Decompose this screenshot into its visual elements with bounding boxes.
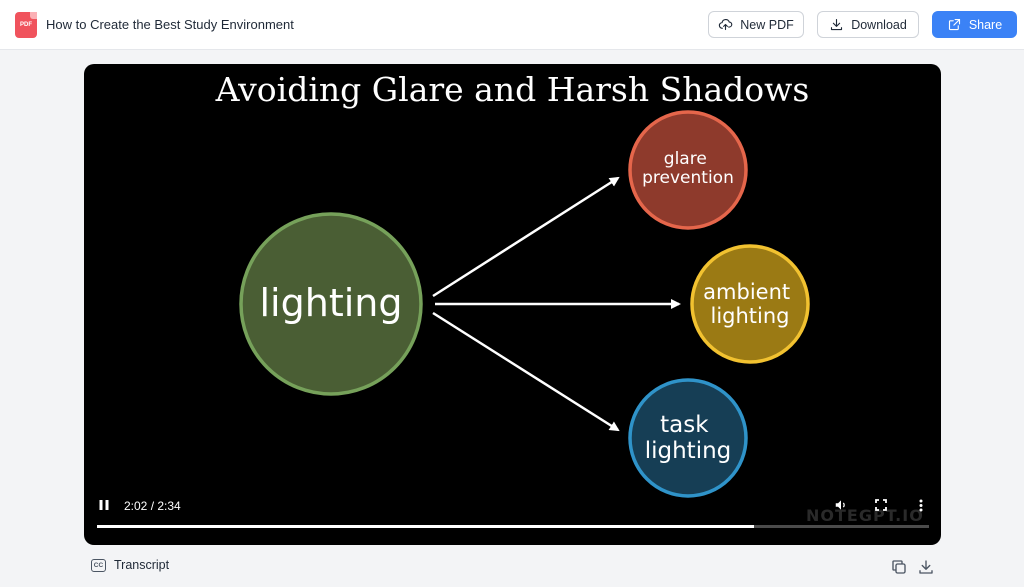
fullscreen-button[interactable] [872, 497, 890, 513]
watermark: NOTEGPT.IO [806, 506, 924, 525]
ambient-lighting-line-1: ambient [703, 280, 790, 304]
captions-icon-text: CC [93, 561, 104, 569]
glare-prevention-line-2: prevention [642, 168, 734, 188]
arrow-to-glare [432, 176, 620, 298]
task-lighting-circle [628, 378, 748, 498]
glare-prevention-label: glare prevention [642, 149, 734, 188]
ambient-lighting-label: ambient lighting [703, 280, 797, 328]
captions-icon: CC [91, 558, 106, 572]
more-options-button[interactable] [912, 497, 930, 513]
bottom-toolbar: CC Transcript [0, 552, 1024, 582]
copy-icon[interactable] [890, 558, 908, 576]
pdf-logo-icon: PDF [15, 12, 37, 38]
lighting-diagram: lighting glare prevention ambient lighti… [239, 110, 810, 498]
time-display: 2:02 / 2:34 [124, 499, 181, 513]
video-player[interactable]: Avoiding Glare and Harsh Shadows lightin… [84, 64, 941, 545]
fullscreen-icon [875, 499, 887, 511]
cloud-upload-icon [719, 19, 733, 31]
share-label: Share [968, 17, 1003, 32]
ambient-lighting-line-2: lighting [710, 304, 789, 328]
task-lighting-line-1: task [660, 412, 709, 438]
volume-button[interactable] [832, 497, 850, 513]
download-label: Download [851, 17, 907, 32]
more-vertical-icon [919, 499, 923, 511]
new-pdf-label: New PDF [740, 17, 794, 32]
video-controls: 2:02 / 2:34 [84, 489, 941, 545]
download-icon [831, 18, 843, 31]
top-bar: PDF How to Create the Best Study Environ… [0, 0, 1024, 50]
pdf-logo-text: PDF [20, 22, 32, 28]
transcript-button[interactable]: CC Transcript [91, 558, 169, 572]
arrow-to-task [432, 311, 620, 432]
share-icon [948, 18, 960, 31]
pause-button[interactable] [96, 497, 112, 513]
lighting-circle [239, 212, 423, 396]
transcript-label: Transcript [114, 558, 170, 572]
progress-fill [97, 525, 755, 528]
new-pdf-button[interactable]: New PDF [708, 11, 804, 38]
download-transcript-icon[interactable] [917, 558, 935, 576]
glare-prevention-line-1: glare [664, 149, 707, 169]
download-button[interactable]: Download [817, 11, 919, 38]
progress-bar[interactable] [97, 525, 929, 528]
pause-icon [99, 500, 109, 510]
lighting-label: lighting [260, 281, 403, 325]
document-title: How to Create the Best Study Environment [46, 17, 294, 32]
task-lighting-line-2: lighting [645, 438, 732, 464]
glare-prevention-circle [628, 110, 748, 230]
share-button[interactable]: Share [932, 11, 1017, 38]
ambient-lighting-circle [690, 244, 810, 364]
volume-icon [835, 500, 845, 510]
slide-title: Avoiding Glare and Harsh Shadows [215, 70, 810, 109]
task-lighting-label: task lighting [645, 412, 732, 464]
